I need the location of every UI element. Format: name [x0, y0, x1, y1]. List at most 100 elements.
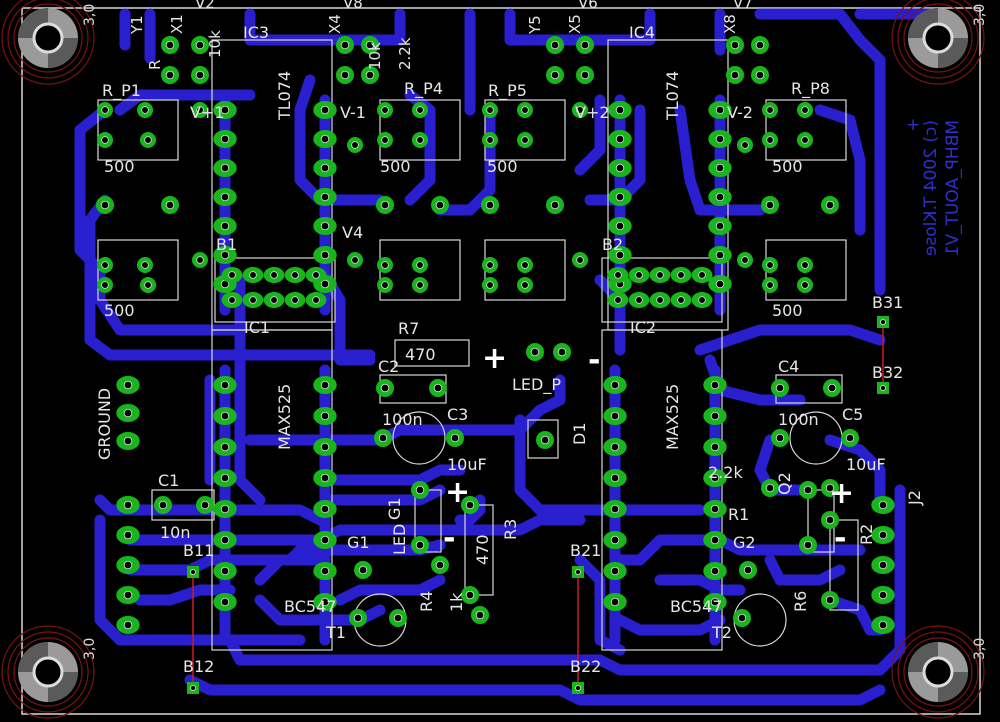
pad: [116, 432, 140, 450]
pad: [154, 496, 172, 514]
pad: [649, 292, 671, 308]
label-rp8: R_P8: [791, 79, 830, 99]
pad: [213, 130, 237, 148]
pad: [97, 132, 113, 148]
pad: [708, 188, 732, 206]
pad: [116, 526, 140, 544]
label-vp2: V+2: [575, 103, 610, 122]
pad: [213, 159, 237, 177]
pad: [517, 257, 533, 273]
label-500-2: 500: [380, 157, 411, 176]
pad: [187, 682, 199, 694]
label-d1: D1: [570, 423, 589, 446]
pad: [607, 267, 629, 283]
pad: [799, 536, 817, 554]
pad: [389, 609, 407, 627]
pad: [576, 66, 594, 84]
pad: [751, 36, 769, 54]
pad: [608, 101, 632, 119]
pad: [762, 132, 778, 148]
pad: [213, 246, 237, 264]
pad: [116, 616, 140, 634]
pad: [213, 217, 237, 235]
pad: [482, 102, 498, 118]
pad: [708, 246, 732, 264]
polarity-plus-2: +: [445, 475, 470, 510]
label-r7: R7: [398, 319, 419, 338]
copper-tracks: [74, 8, 936, 706]
pad: [284, 292, 306, 308]
label-y5: Y5: [526, 15, 544, 35]
pad: [376, 196, 394, 214]
pad: [871, 496, 895, 514]
pad: [242, 267, 264, 283]
pad: [607, 292, 629, 308]
pad: [608, 159, 632, 177]
mounting-hole-label: 3,0: [972, 638, 988, 660]
pad: [313, 531, 337, 549]
pad: [603, 438, 627, 456]
component-pads: [96, 36, 895, 694]
label-100n-2: 100n: [778, 410, 819, 429]
label-500-1: 500: [104, 157, 135, 176]
silkscreen-labels: Y1 X1 V2 R 10k IC3 TL074 X4 V8 10k 2.2k …: [95, 0, 963, 676]
pad: [553, 343, 571, 361]
label-c3: C3: [447, 405, 468, 424]
label-ground: GROUND: [95, 388, 114, 460]
pad: [354, 561, 372, 579]
pad: [703, 407, 727, 425]
pad: [823, 379, 841, 397]
pad: [771, 429, 789, 447]
pad: [703, 438, 727, 456]
pad: [213, 376, 237, 394]
pad: [313, 130, 337, 148]
pad: [821, 511, 839, 529]
pad: [213, 469, 237, 487]
label-r2: R2: [857, 524, 876, 545]
pad: [221, 292, 243, 308]
pad: [336, 66, 354, 84]
pad: [97, 257, 113, 273]
label-470-1: 470: [405, 345, 436, 364]
pad: [242, 292, 264, 308]
label-tl074-2: TL074: [663, 71, 682, 121]
label-x8: X8: [721, 14, 739, 34]
pad: [603, 407, 627, 425]
pad: [412, 132, 428, 148]
pad: [603, 376, 627, 394]
label-vm1: V-1: [340, 103, 366, 122]
pad: [733, 609, 751, 627]
pad: [603, 469, 627, 487]
label-v4: V4: [342, 223, 363, 242]
pad: [517, 102, 533, 118]
label-ic3: IC3: [243, 23, 269, 42]
pad: [708, 130, 732, 148]
pad: [213, 562, 237, 580]
label-x5: X5: [566, 14, 584, 34]
pad: [313, 500, 337, 518]
pad: [411, 481, 429, 499]
label-x4: X4: [326, 14, 344, 34]
pad: [608, 188, 632, 206]
label-tl074-1: TL074: [275, 71, 294, 121]
label-y1: Y1: [128, 15, 146, 35]
pad: [708, 217, 732, 235]
label-vp1: V+1: [190, 103, 225, 122]
label-t1: T1: [325, 623, 346, 642]
pad: [213, 438, 237, 456]
pad: [192, 252, 208, 268]
label-g1a: G1: [385, 497, 404, 520]
pad: [603, 593, 627, 611]
pad: [546, 66, 564, 84]
pad: [313, 593, 337, 611]
pad: [140, 132, 156, 148]
label-10uf-1: 10uF: [447, 455, 487, 474]
label-500-4: 500: [772, 157, 803, 176]
pad: [191, 36, 209, 54]
label-b2: B2: [602, 235, 623, 254]
pad: [313, 469, 337, 487]
pad: [771, 379, 789, 397]
pad: [871, 616, 895, 634]
pad: [461, 586, 479, 604]
